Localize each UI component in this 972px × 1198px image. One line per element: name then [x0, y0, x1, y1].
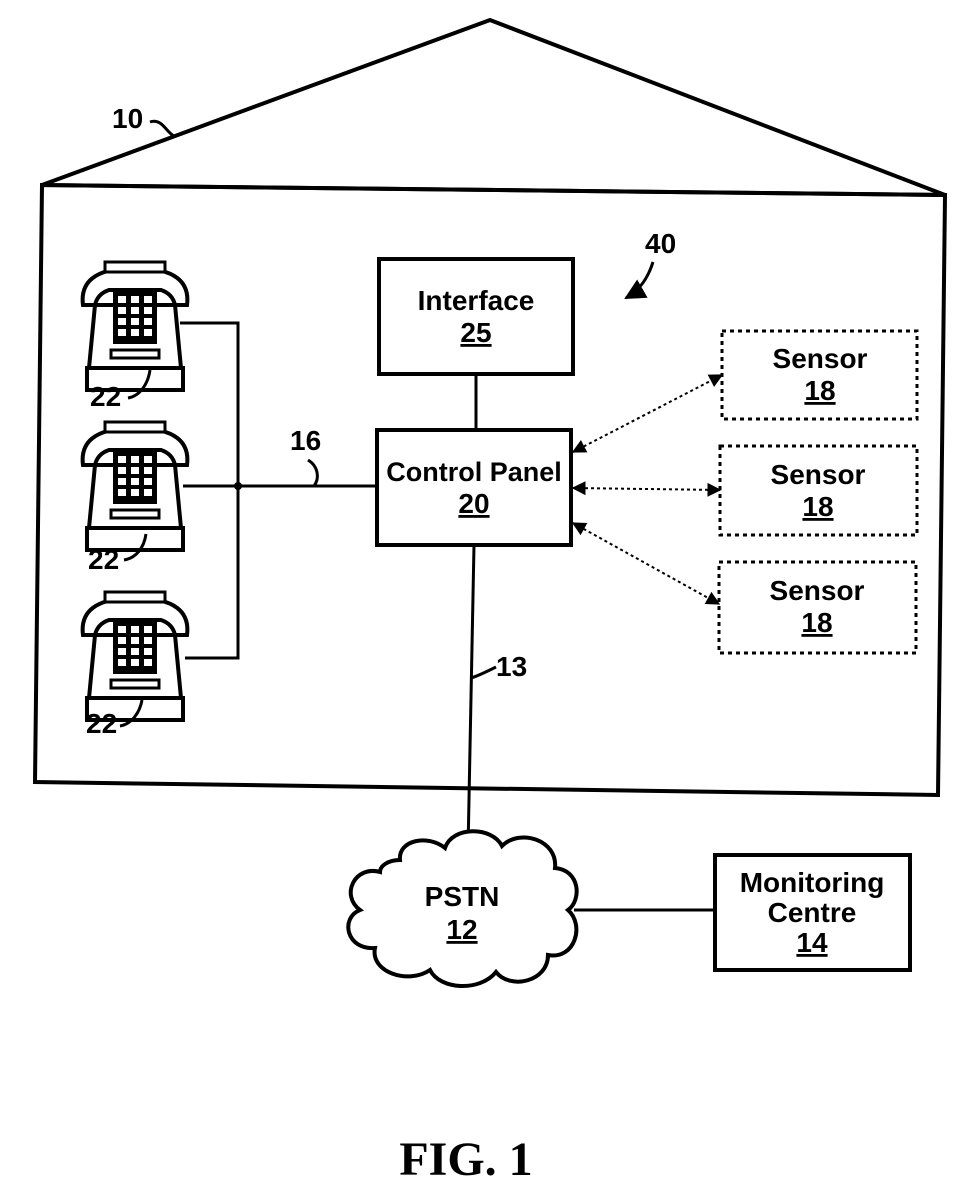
phone-3-ref: 22	[86, 708, 117, 739]
phone-1-ref: 22	[90, 381, 121, 412]
telephone-icon-1	[83, 262, 188, 390]
interface-number: 25	[460, 317, 491, 348]
system-ref-label: 40	[645, 228, 676, 259]
telephone-icon-2	[83, 422, 188, 550]
pstn-line-leader	[471, 667, 496, 678]
phone-wiring	[180, 323, 377, 658]
pstn-line	[468, 545, 474, 850]
pstn-line-ref: 13	[496, 651, 527, 682]
house-ref-label: 10	[112, 103, 143, 134]
monitoring-centre-label-line2: Centre	[768, 897, 857, 928]
sensor-box-1: Sensor 18	[722, 331, 917, 419]
pstn-label: PSTN	[425, 881, 500, 912]
monitoring-centre-label-line1: Monitoring	[740, 867, 885, 898]
control-panel-number: 20	[458, 488, 489, 519]
phone-2-ref: 22	[88, 544, 119, 575]
sensor-2-label: Sensor	[771, 459, 866, 490]
interface-box: Interface 25	[379, 259, 573, 374]
pstn-number: 12	[446, 914, 477, 945]
figure-caption: FIG. 1	[399, 1133, 532, 1186]
telephone-icon-3	[83, 592, 188, 720]
sensor-1-link	[573, 375, 722, 452]
phone-line-leader	[308, 460, 317, 486]
control-panel-box: Control Panel 20	[377, 430, 571, 545]
sensor-box-3: Sensor 18	[719, 562, 916, 653]
sensor-3-number: 18	[801, 607, 832, 638]
phone-line-ref: 16	[290, 425, 321, 456]
sensor-2-number: 18	[802, 491, 833, 522]
house-ref-leader	[150, 121, 174, 136]
monitoring-centre-number: 14	[796, 927, 828, 958]
sensor-3-link	[573, 523, 719, 604]
sensor-2-link	[573, 488, 720, 490]
sensor-box-2: Sensor 18	[720, 446, 917, 535]
pstn-cloud: PSTN 12	[348, 831, 576, 986]
monitoring-centre-box: Monitoring Centre 14	[715, 855, 910, 970]
system-ref-arrow	[626, 262, 653, 298]
interface-label: Interface	[418, 285, 535, 316]
sensor-1-label: Sensor	[773, 343, 868, 374]
control-panel-label: Control Panel	[386, 457, 562, 487]
sensor-3-label: Sensor	[770, 575, 865, 606]
phone-junction-dot	[234, 482, 242, 490]
sensor-1-number: 18	[804, 375, 835, 406]
